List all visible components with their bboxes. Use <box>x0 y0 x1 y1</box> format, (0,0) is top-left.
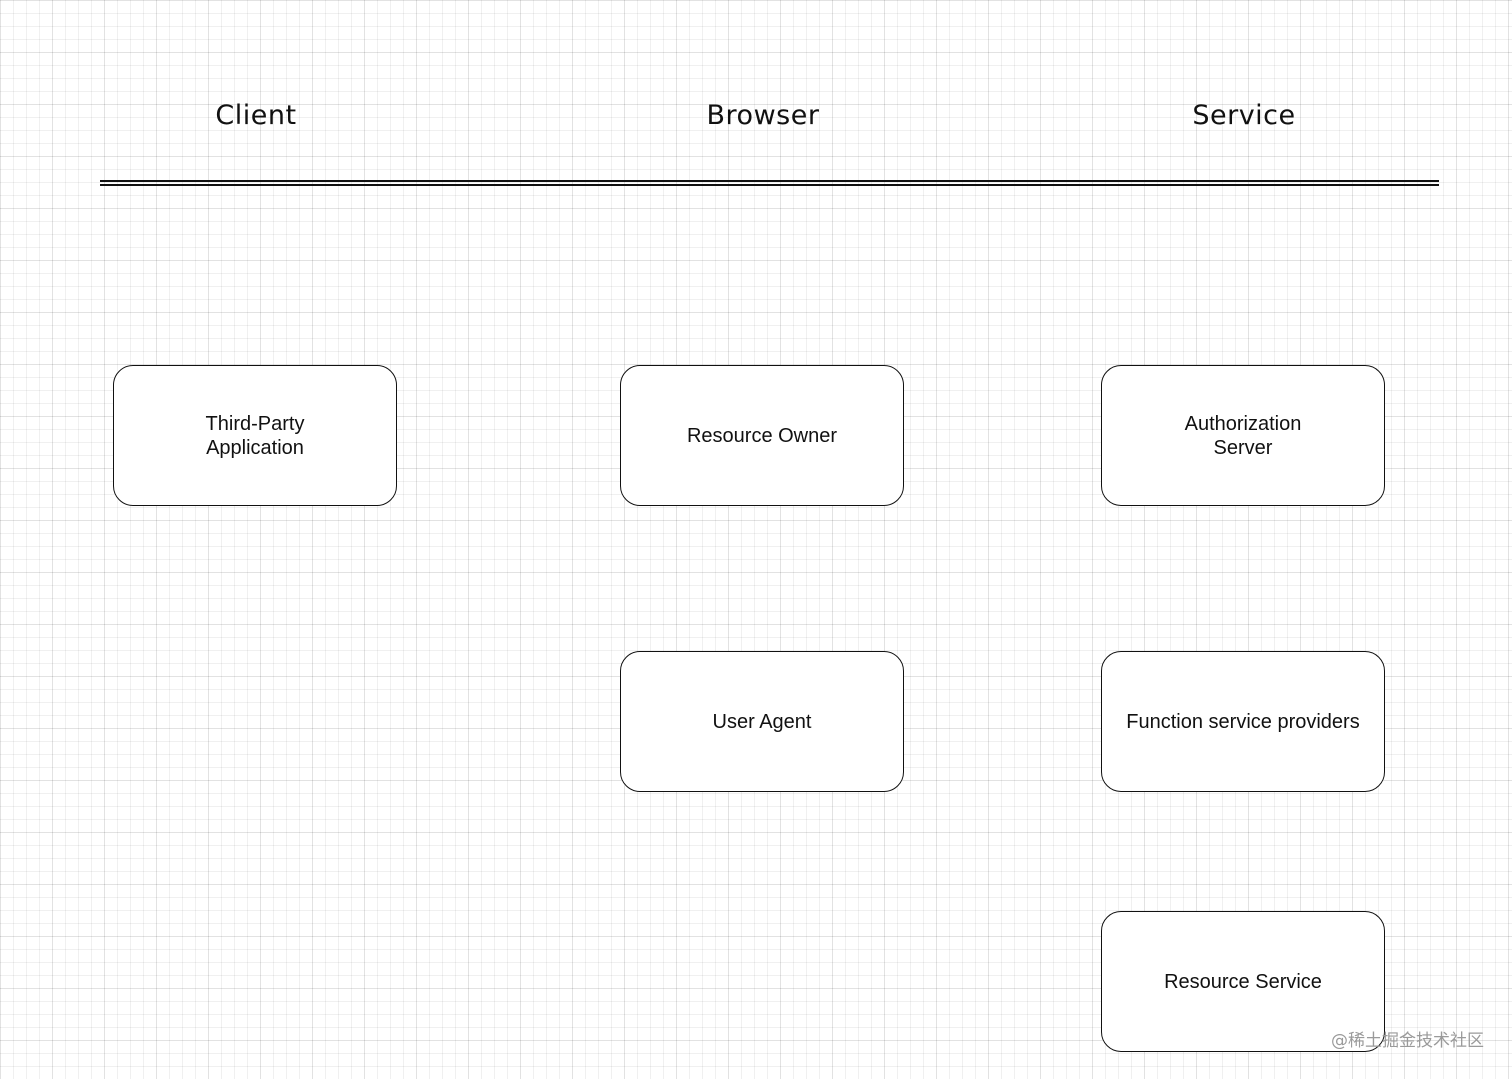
lane-header-service: Service <box>1192 100 1296 131</box>
node-user-agent[interactable]: User Agent <box>620 651 904 792</box>
lane-header-client: Client <box>215 100 297 131</box>
header-divider-top <box>100 180 1439 182</box>
node-resource-service[interactable]: Resource Service <box>1101 911 1385 1052</box>
node-label: User Agent <box>712 710 812 733</box>
node-authorization-server[interactable]: Authorization Server <box>1101 365 1385 506</box>
node-label: Authorization Server <box>1184 412 1302 459</box>
node-resource-owner[interactable]: Resource Owner <box>620 365 904 506</box>
node-label: Resource Owner <box>686 424 838 447</box>
node-label: Third-Party Application <box>205 412 305 459</box>
node-third-party-application[interactable]: Third-Party Application <box>113 365 397 506</box>
header-divider-bottom <box>100 184 1439 186</box>
watermark: @稀土掘金技术社区 <box>1331 1031 1484 1051</box>
node-label: Resource Service <box>1164 970 1322 993</box>
node-function-service-providers[interactable]: Function service providers <box>1101 651 1385 792</box>
node-label: Function service providers <box>1126 710 1360 733</box>
lane-header-browser: Browser <box>706 100 820 131</box>
